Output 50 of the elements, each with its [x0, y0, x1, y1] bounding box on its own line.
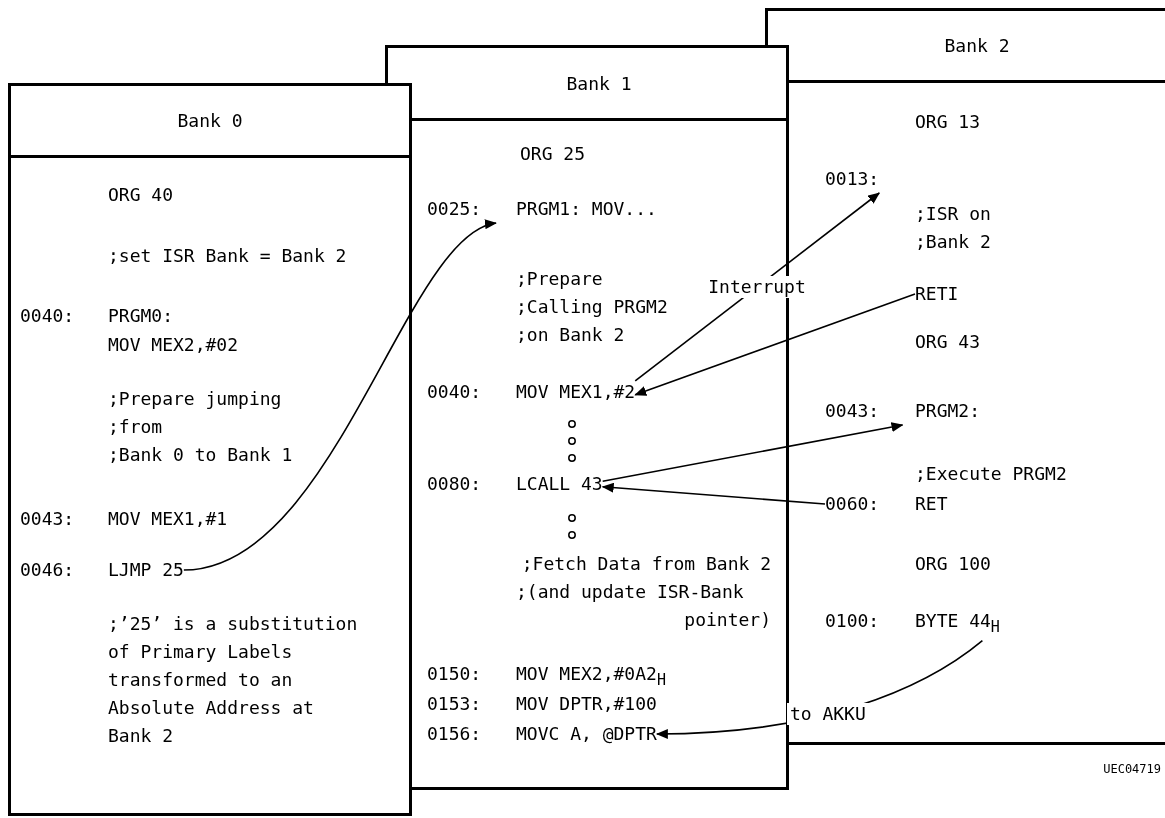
code-text: MOV MEX1,#2 — [516, 380, 636, 404]
code-text: PRGM1: MOV... — [516, 197, 657, 221]
arrow — [601, 422, 904, 482]
code-text: RETI — [915, 280, 959, 308]
code-text: ORG 40 — [108, 183, 174, 207]
code-text: MOV MEX1,#1 — [108, 507, 228, 531]
code-text: MOVC A, @DPTR — [516, 722, 657, 746]
code-text: 0013: — [825, 165, 880, 193]
code-text: BYTE 44$_{H}$ — [915, 609, 1000, 638]
address-label: 0025: — [427, 197, 483, 221]
drawing-number: UEC04719 — [1103, 762, 1161, 776]
bank-title: Bank 0 — [11, 86, 409, 158]
code-text: ;Prepare jumping ;from ;Bank 0 to Bank 1 — [108, 387, 293, 467]
arrow — [634, 192, 880, 382]
code-text: ORG 13 — [915, 110, 981, 134]
address-label: 0060: — [825, 492, 881, 516]
code-text: MOV MEX2,#0A2$_{H}$ — [516, 662, 666, 691]
address-label: 0040: — [427, 380, 483, 404]
arrow — [634, 293, 916, 396]
code-text: MOV DPTR,#100 — [516, 692, 657, 716]
code-text: LJMP 25 — [108, 558, 184, 582]
code-text: ;Execute PRGM2 — [915, 462, 1067, 486]
address-label: 0040: — [20, 304, 76, 328]
address-label: 0043: — [825, 399, 881, 423]
code-text: PRGM2: — [915, 399, 981, 423]
address-label: 0100: — [825, 609, 881, 633]
code-text: ;ISR on ;Bank 2 — [915, 202, 991, 254]
code-text: RET — [915, 492, 948, 516]
code-text: ;’25’ is a substitution of Primary Labels transformed to an Absolute Address at Bank 2 — [108, 612, 359, 748]
code-text: ORG 43 — [915, 330, 981, 354]
edge-label: to AKKU — [786, 703, 869, 726]
address-label: 0153: — [427, 692, 483, 716]
code-text: ;Fetch Data from Bank 2 ;(and update ISR-Bank pointer) — [516, 552, 771, 632]
bank-title: Bank 1 — [412, 48, 786, 121]
code-text: PRGM0: — [108, 304, 174, 328]
arrow — [183, 222, 497, 571]
address-label: 0150: — [427, 662, 483, 686]
code-text: ORG 100 — [915, 552, 991, 576]
code-text: LCALL 43 — [516, 472, 603, 496]
bank-title: Bank 2 — [789, 11, 1165, 83]
code-text: ORG 25 — [520, 142, 586, 166]
arrow — [601, 482, 826, 505]
address-label: 0046: — [20, 558, 76, 582]
code-text: ;set ISR Bank = Bank 2 — [108, 244, 347, 268]
address-label: 0156: — [427, 722, 483, 746]
code-text: MOV MEX2,#02 — [108, 333, 239, 357]
address-label: 0043: — [20, 507, 76, 531]
code-text: ;Prepare ;Calling PRGM2 ;on Bank 2 — [516, 267, 668, 347]
memory-bank-panel — [8, 83, 412, 816]
address-label: 0080: — [427, 472, 483, 496]
